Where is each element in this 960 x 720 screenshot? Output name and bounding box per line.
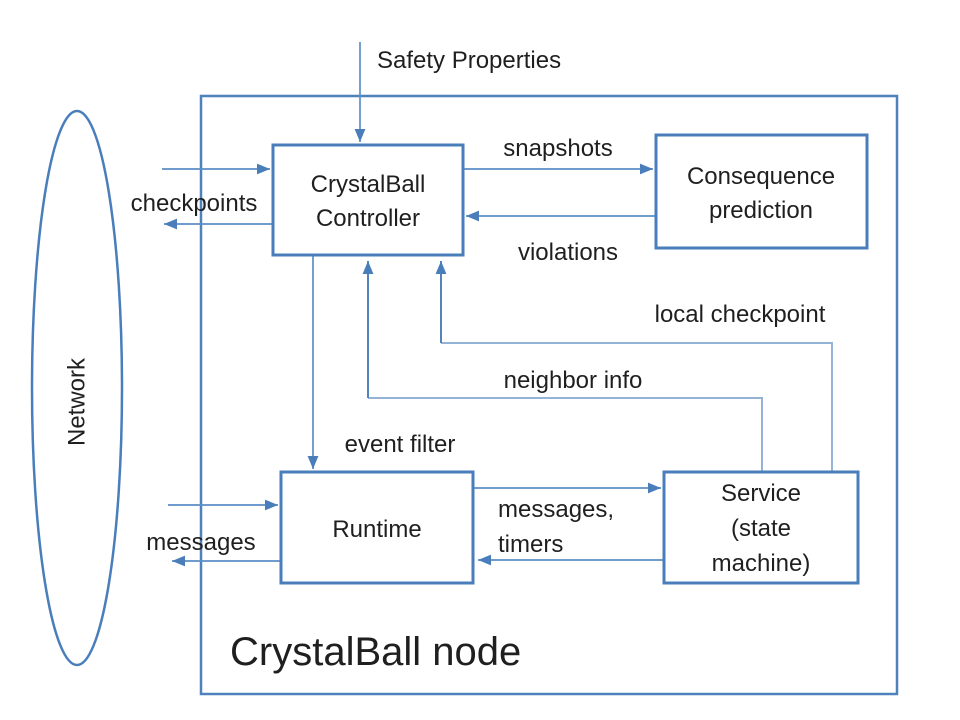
messages-label: messages — [146, 529, 255, 556]
edge-local-checkpoint-run — [441, 342, 833, 472]
crystalball-node-container — [199, 94, 899, 696]
controller-label-line2: Controller — [316, 205, 420, 232]
edge-neighbor-info-run — [368, 397, 763, 472]
messages-timers-label-line2: timers — [498, 531, 563, 558]
network-ellipse — [30, 109, 124, 667]
service-label-line1: Service — [721, 480, 801, 507]
snapshots-label: snapshots — [503, 135, 612, 162]
runtime-label: Runtime — [332, 516, 421, 543]
service-label-line3: machine) — [712, 550, 811, 577]
diagram-title: CrystalBall node — [230, 630, 521, 674]
consequence-prediction-box — [654, 133, 869, 250]
local-checkpoint-label: local checkpoint — [655, 301, 826, 328]
messages-timers-label-line1: messages, — [498, 496, 614, 523]
controller-box — [271, 143, 465, 257]
neighbor-info-label: neighbor info — [504, 367, 643, 394]
consequence-label-line2: prediction — [709, 197, 813, 224]
event-filter-label: event filter — [345, 431, 456, 458]
controller-label-line1: CrystalBall — [311, 171, 426, 198]
runtime-box — [279, 470, 475, 585]
service-label-line2: (state — [731, 515, 791, 542]
network-label: Network — [64, 357, 91, 446]
checkpoints-label: checkpoints — [131, 190, 258, 217]
violations-label: violations — [518, 239, 618, 266]
service-box — [662, 470, 860, 585]
safety-properties-label: Safety Properties — [377, 47, 561, 74]
consequence-label-line1: Consequence — [687, 163, 835, 190]
